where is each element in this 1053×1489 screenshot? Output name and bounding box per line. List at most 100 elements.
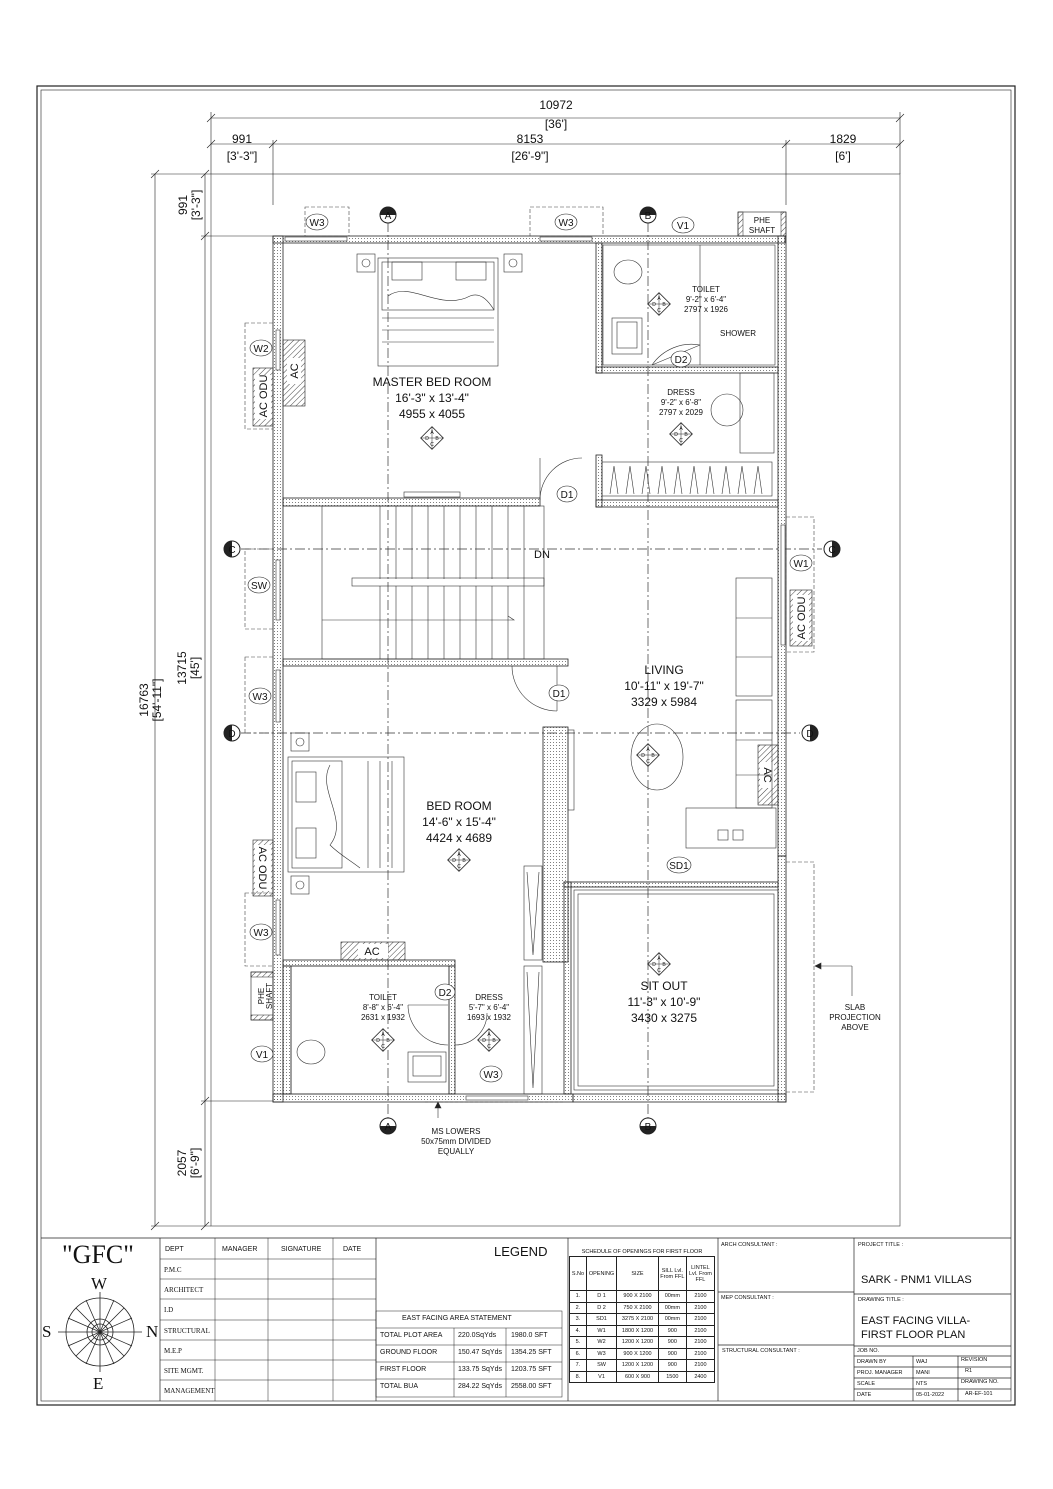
- window-tag-w3-dress: W3: [479, 1065, 503, 1083]
- svg-text:BED ROOM: BED ROOM: [426, 799, 491, 813]
- dim-mid-depth: 13715: [175, 651, 189, 685]
- drawing-title-label: DRAWING TITLE :: [858, 1297, 904, 1303]
- window-tag-w3-master: W3: [305, 213, 329, 231]
- grid-label-a-bottom: A: [385, 1122, 392, 1133]
- level-marker-letter: A: [381, 1032, 385, 1038]
- schedule-cell: 1500: [657, 1370, 687, 1383]
- drawn-by-value: WAJ: [916, 1359, 928, 1365]
- scale-label: SCALE: [857, 1381, 876, 1387]
- grid-label-c-right: C: [828, 545, 835, 556]
- svg-text:9'-2" x 6'-4": 9'-2" x 6'-4": [686, 295, 726, 304]
- dim-overall-depth-ft: [54'-11"]: [150, 678, 164, 721]
- level-marker-letter: B: [662, 302, 666, 308]
- room-bed: BED ROOM 14'-6" x 15'-4" 4424 x 4689: [422, 799, 496, 845]
- schedule-cell: D 1: [585, 1290, 618, 1303]
- compass-s: S: [42, 1322, 52, 1341]
- schedule-cell: 900: [657, 1336, 687, 1349]
- ac-label-master: AC: [289, 363, 301, 378]
- level-marker-letter: C: [657, 308, 661, 314]
- schedule-cell: SW: [585, 1359, 618, 1372]
- title-block-frame: [41, 1237, 1011, 1401]
- area-cell: 133.75 SqYds: [458, 1366, 502, 1373]
- project-title: SARK - PNM1 VILLAS: [861, 1274, 972, 1286]
- schedule-cell: 00mm: [657, 1301, 687, 1314]
- svg-text:2631 x 1932: 2631 x 1932: [361, 1013, 406, 1022]
- svg-text:16'-3" x 13'-4": 16'-3" x 13'-4": [395, 391, 469, 405]
- svg-text:W2: W2: [254, 344, 269, 355]
- svg-text:5'-7" x 6'-4": 5'-7" x 6'-4": [469, 1003, 509, 1012]
- proj-manager-value: MANI: [916, 1370, 930, 1376]
- dept-id: I.D: [164, 1306, 174, 1314]
- dim-overall-width-ft: [36']: [545, 117, 567, 131]
- dept-site-mgmt: SITE MGMT.: [164, 1367, 204, 1375]
- level-marker-letter: A: [457, 852, 461, 858]
- svg-text:SLAB: SLAB: [845, 1003, 865, 1012]
- openings-schedule: SCHEDULE OF OPENINGS FOR FIRST FLOOR S.N…: [569, 1247, 716, 1383]
- schedule-cell: 7.: [569, 1359, 587, 1372]
- svg-text:W3: W3: [310, 218, 325, 229]
- schedule-cell: 900 X 2100: [616, 1290, 659, 1303]
- phe-label-top: PHE: [754, 216, 770, 225]
- dim-bottom-depth: 2057: [175, 1149, 189, 1176]
- dept-pmc: P.M.C: [164, 1266, 182, 1274]
- svg-text:50x75mm DIVIDED: 50x75mm DIVIDED: [421, 1137, 491, 1146]
- room-toilet1: TOILET 9'-2" x 6'-4" 2797 x 1926 SHOWER: [684, 285, 756, 338]
- svg-text:EQUALLY: EQUALLY: [438, 1147, 475, 1156]
- ac-label-bed: AC: [364, 946, 379, 958]
- svg-text:V1: V1: [256, 1050, 269, 1061]
- bedroom-furniture: [287, 732, 543, 1095]
- room-shower: SHOWER: [720, 329, 756, 338]
- level-marker-letter: D: [425, 436, 429, 442]
- grid-label-b-bottom: B: [645, 1122, 652, 1133]
- dim-top-depth-ft: [3'-3"]: [189, 190, 203, 221]
- schedule-cell: 900 X 1200: [616, 1347, 659, 1360]
- schedule-cell: 900: [657, 1347, 687, 1360]
- door-tag-d2-top: D2: [670, 350, 692, 368]
- dept-mep: M.E.P: [164, 1347, 182, 1355]
- schedule-cell: D 2: [585, 1301, 618, 1314]
- arch-consultant-label: ARCH CONSULTANT :: [721, 1242, 778, 1248]
- mep-consultant-label: MEP CONSULTANT :: [721, 1295, 774, 1301]
- grid-bubble-b-top: B: [639, 206, 657, 224]
- schedule-header-cell: LINTEL Lvl. From FFL: [685, 1256, 716, 1291]
- grid-label-b: B: [645, 211, 652, 222]
- date-label: DATE: [857, 1392, 872, 1398]
- schedule-header-cell: SILL Lvl. From FFL: [657, 1256, 687, 1291]
- svg-text:MASTER BED ROOM: MASTER BED ROOM: [373, 375, 492, 389]
- schedule-cell: 1800 X 1200: [616, 1324, 659, 1337]
- shaft-label-top: SHAFT: [749, 226, 775, 235]
- ac-odu-label-right: AC ODU: [796, 597, 808, 640]
- svg-text:W3: W3: [559, 218, 574, 229]
- dim-right-width: 1829: [830, 132, 857, 146]
- vent-tag-v1-bottom: V1: [250, 1045, 274, 1063]
- svg-text:TOILET: TOILET: [692, 285, 720, 294]
- svg-text:11'-3" x 10'-9": 11'-3" x 10'-9": [628, 995, 701, 1009]
- level-marker-letter: B: [662, 962, 666, 968]
- sit-out-area: [573, 881, 779, 1091]
- room-toilet2: TOILET 8'-8" x 6'-4" 2631 x 1932: [361, 993, 406, 1022]
- dress1-furniture: [539, 372, 775, 501]
- level-marker-letter: D: [652, 962, 656, 968]
- schedule-cell: 900: [657, 1324, 687, 1337]
- area-cell: TOTAL BUA: [380, 1383, 418, 1390]
- staircase: [321, 505, 545, 660]
- window-tag-w3-lower: W3: [249, 923, 273, 941]
- schedule-cell: 2100: [685, 1347, 716, 1360]
- window-tag-w1: W1: [789, 554, 813, 572]
- schedule-cell: W2: [585, 1336, 618, 1349]
- grid-bubble-a-bottom: A: [379, 1117, 397, 1135]
- level-marker-letter: C: [679, 438, 683, 444]
- dim-mid-width-ft: [26'-9"]: [511, 149, 548, 163]
- sheet-outer-border: [36, 85, 1016, 1406]
- grid-bubble-d-right: D: [801, 724, 819, 742]
- schedule-cell: 6.: [569, 1347, 587, 1360]
- schedule-cell: 2100: [685, 1336, 716, 1349]
- phe-label-bottom: PHE: [257, 988, 266, 1004]
- svg-text:3329 x 5984: 3329 x 5984: [631, 695, 697, 709]
